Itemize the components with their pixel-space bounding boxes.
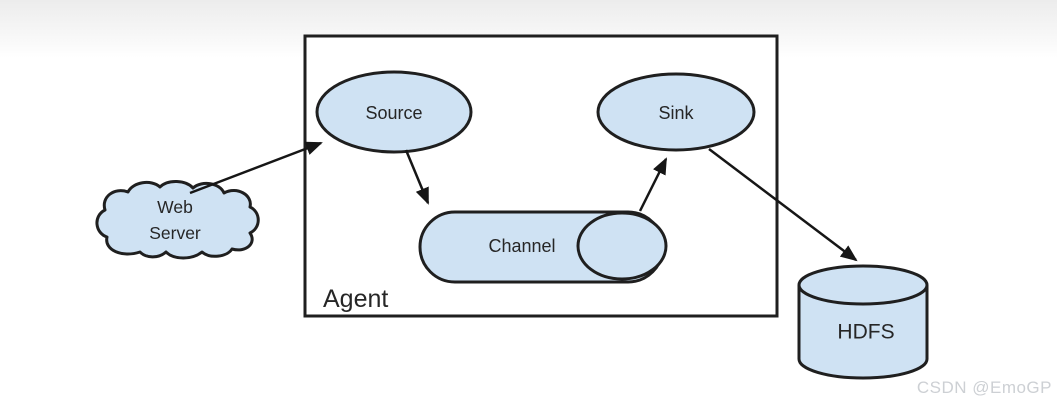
agent-label: Agent: [323, 285, 388, 313]
web-server-label-line2: Server: [149, 223, 201, 243]
sink-node: [596, 72, 756, 152]
arrow-webserver-to-source: [189, 141, 323, 195]
web-server-cloud: [95, 180, 260, 260]
hdfs-cylinder-top: [797, 264, 929, 306]
arrow-sink-to-hdfs: [708, 148, 858, 262]
source-label: Source: [365, 103, 422, 123]
web-server-label-line1: Web: [157, 197, 193, 217]
source-node: [315, 70, 473, 154]
hdfs-label: HDFS: [837, 321, 894, 344]
sink-label: Sink: [658, 103, 694, 123]
csdn-watermark: CSDN @EmoGP: [916, 378, 1052, 397]
arrow-source-to-channel: [404, 149, 430, 205]
hdfs-cylinder-body: [797, 285, 929, 380]
channel-end-circle: [576, 211, 668, 281]
channel-label: Channel: [488, 236, 555, 256]
arrow-channel-to-sink: [638, 157, 668, 212]
